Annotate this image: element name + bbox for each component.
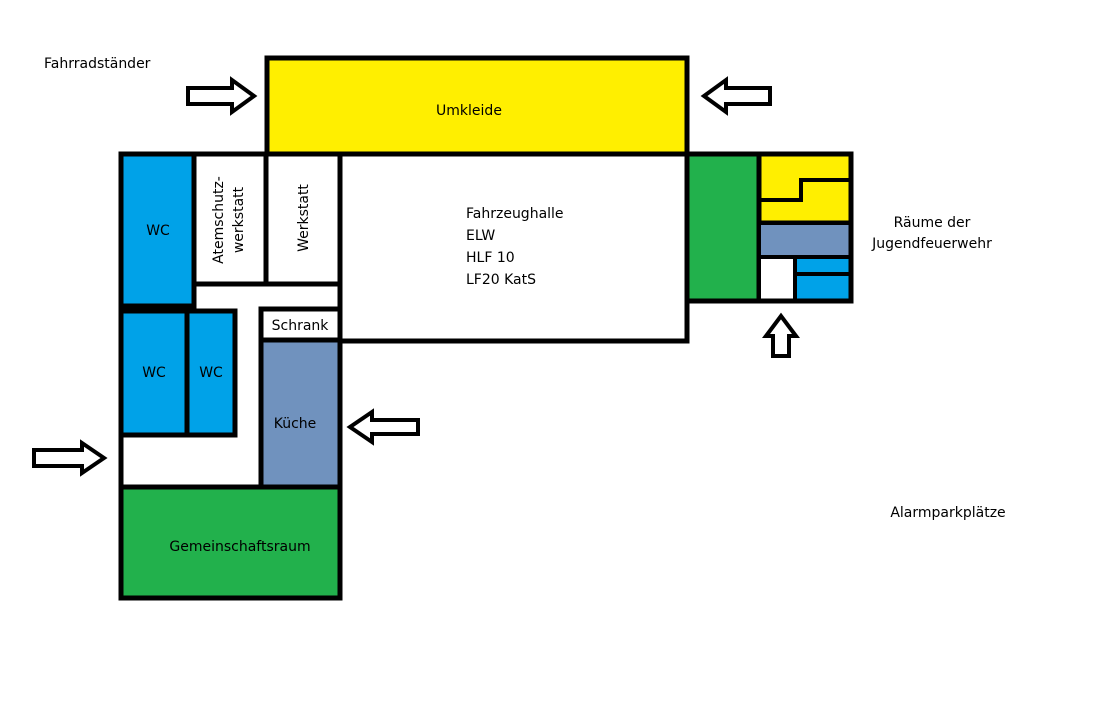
arrow-icon xyxy=(700,76,772,116)
room-jugend-yellow xyxy=(756,151,854,226)
label-schrank: Schrank xyxy=(272,318,330,334)
room-jugend-blue-bottom xyxy=(793,272,853,303)
room-umkleide xyxy=(264,55,690,157)
label-atemschutz-line1: Atemschutz- xyxy=(211,176,227,264)
room-jugend-blue-top xyxy=(793,255,853,276)
room-fahrzeughalle xyxy=(337,151,690,344)
label-wc-left: WC xyxy=(142,365,166,381)
label-atemschutz-line2: werkstatt xyxy=(231,186,247,253)
room-wc-top xyxy=(118,151,197,309)
room-wc-right xyxy=(184,308,238,438)
label-umkleide: Umkleide xyxy=(436,103,502,119)
room-jugend-white xyxy=(757,255,797,303)
arrow-icon xyxy=(32,439,108,477)
arrow-icon xyxy=(346,408,420,446)
label-fahrradstaender: Fahrradständer xyxy=(44,56,151,72)
room-gemeinschaftsraum xyxy=(118,484,343,601)
label-wc-right: WC xyxy=(199,365,223,381)
label-fahrzeughalle: Fahrzeughalle xyxy=(466,206,564,222)
label-wc-top: WC xyxy=(146,223,170,239)
room-atemschutzwerkstatt xyxy=(191,151,269,287)
jugend-outline xyxy=(684,151,854,304)
room-wc-left xyxy=(118,308,190,438)
room-jugend-green xyxy=(684,151,762,304)
label-kueche: Küche xyxy=(274,416,317,432)
label-alarmparkplaetze: Alarmparkplätze xyxy=(890,505,1005,521)
label-elw: ELW xyxy=(466,228,495,244)
label-werkstatt: Werkstatt xyxy=(296,184,312,252)
room-kueche xyxy=(258,337,343,490)
room-werkstatt xyxy=(263,151,343,287)
arrow-icon xyxy=(186,76,258,116)
room-jugend-greyblue xyxy=(757,221,853,259)
label-hlf: HLF 10 xyxy=(466,250,515,266)
arrow-icon xyxy=(762,312,800,358)
label-jugend-line1: Räume der xyxy=(894,215,971,231)
label-gemeinschaftsraum: Gemeinschaftsraum xyxy=(169,539,310,555)
label-lf20: LF20 KatS xyxy=(466,272,536,288)
label-jugend-line2: Jugendfeuerwehr xyxy=(871,236,992,252)
jugend-stair-wall xyxy=(759,178,851,202)
